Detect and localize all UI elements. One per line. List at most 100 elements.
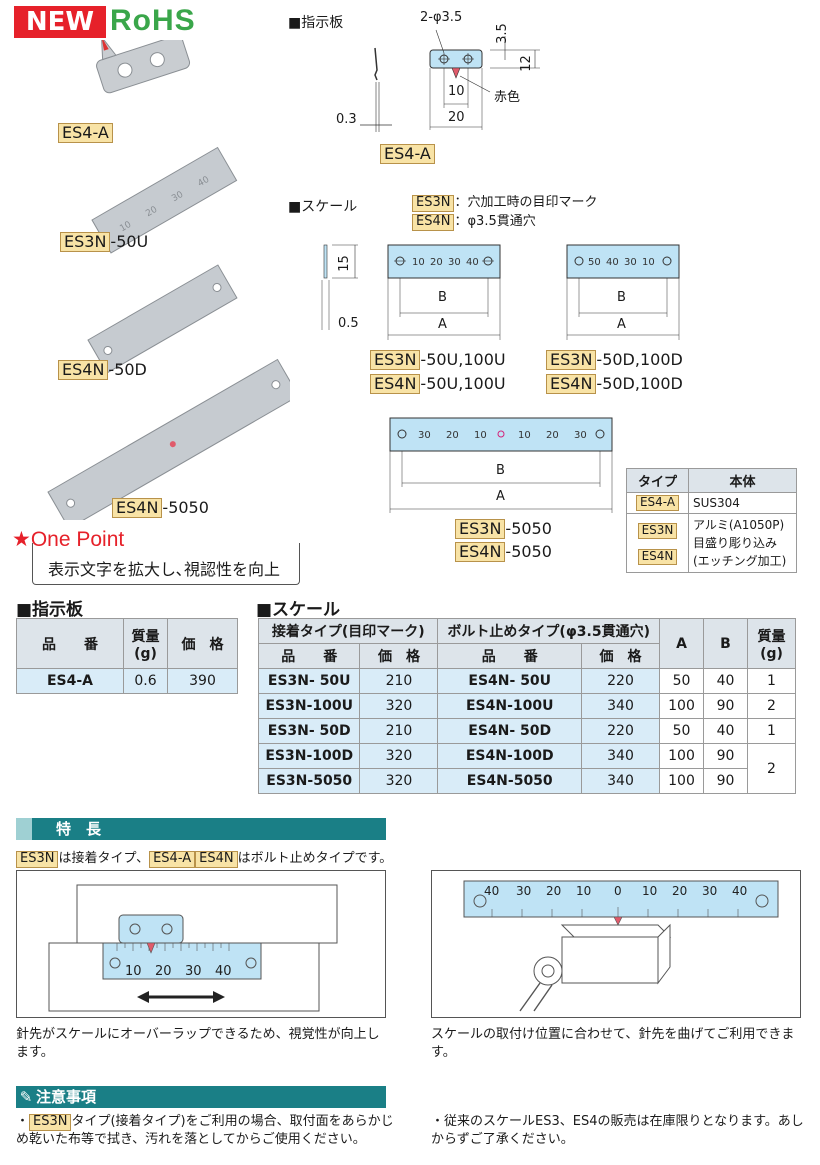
label-es4a: ES4-A [58,123,113,144]
dim-hole: 2-φ3.5 [420,10,463,25]
svg-text:40: 40 [215,964,232,979]
row2-type: ES3N ES4N [626,512,689,573]
indicator-part-label: ES4-A [380,144,435,165]
dim-0-3: 0.3 [336,112,357,127]
row2-body: アルミ(A1050P) 目盛り彫り込み (エッチング加工) [688,512,797,573]
star-icon: ★ [12,528,31,551]
svg-text:30: 30 [448,257,461,268]
dim-12: 12 [518,55,534,72]
svg-text:30: 30 [574,430,587,441]
label-d-es3n: ES3N-50D,100D [546,350,683,371]
label-es4n-50d: ES4N-50D [58,360,147,381]
cell-mass: 0.6 [123,668,168,694]
group-adhesive: 接着タイプ(目印マーク) [257,618,439,644]
col-price: 価 格 [167,618,238,669]
legend-es4n: ES4N：φ3.5貫通穴 [412,210,536,231]
col-body: 本体 [688,468,797,493]
legend-es3n: ES3N：穴加工時の目印マーク [412,191,597,212]
group-bolt: ボルト止めタイプ(φ3.5貫通穴) [437,618,660,644]
col-part1: 品 番 [257,643,361,669]
svg-text:20: 20 [546,430,559,441]
svg-text:40: 40 [484,884,499,898]
indicator-table-title: ■指示板 [16,600,84,620]
col-price2: 価 格 [581,643,660,669]
scale-drawings: 10 20 30 40 50 40 30 10 30 20 10 10 20 30 [321,244,680,513]
svg-text:30: 30 [418,430,431,441]
svg-text:20: 20 [546,884,561,898]
d-label-b: B [617,290,626,305]
svg-text:40: 40 [466,257,479,268]
svg-text:40: 40 [732,884,747,898]
caution-right: ・従来のスケールES3、ES4の販売は在庫限りとなります。あしからずご了承くださ… [431,1114,804,1147]
indicator-table: 品 番 質量(g) 価 格 ES4-A 0.6 390 [16,618,238,694]
c-label-b: B [496,463,505,478]
dim-10: 10 [448,84,465,99]
one-point-box [32,543,300,585]
label-c-es4n: ES4N-5050 [455,542,552,563]
pencil-icon: ✎ [19,1088,33,1106]
rohs-logo: RoHS [110,4,196,37]
svg-text:10: 10 [412,257,425,268]
col-part: 品 番 [16,618,124,669]
cell-price: 390 [167,668,238,694]
svg-text:50: 50 [588,257,601,268]
svg-text:30: 30 [516,884,531,898]
cell-part: ES4-A [16,668,124,694]
label-es4n-5050: ES4N-5050 [112,498,209,519]
scale-table-title: ■スケール [256,600,341,620]
label-c-es3n: ES3N-5050 [455,519,552,540]
c-label-a: A [496,489,505,504]
label-u-es4n: ES4N-50U,100U [370,374,506,395]
red-color-label: 赤色 [494,90,521,105]
svg-text:10: 10 [518,430,531,441]
u-label-b: B [438,290,447,305]
es4a-photo [96,40,191,94]
one-point-title: ★One Point [12,528,125,551]
scale-table: 接着タイプ(目印マーク) ボルト止めタイプ(φ3.5貫通穴) A B 質量(g)… [257,618,796,794]
scale-u-drawing: 10 20 30 40 [387,244,501,340]
row1-type: ES4-A [626,492,689,514]
col-mass: 質量(g) [747,618,796,669]
col-price1: 価 格 [359,643,439,669]
d-label-a: A [617,317,626,332]
svg-text:30: 30 [702,884,717,898]
caption-right: スケールの取付け位置に合わせて、針先を曲げてご利用できます。 [431,1027,795,1060]
indicator-drawing [360,29,540,132]
svg-text:10: 10 [642,257,655,268]
svg-text:40: 40 [606,257,619,268]
col-a: A [659,618,704,669]
label-u-es3n: ES3N-50U,100U [370,350,506,371]
svg-text:10: 10 [642,884,657,898]
dim-20: 20 [448,110,465,125]
col-part2: 品 番 [437,643,582,669]
new-badge: NEW [14,6,106,38]
svg-text:20: 20 [430,257,443,268]
svg-text:30: 30 [185,964,202,979]
col-mass: 質量(g) [123,618,168,669]
es4n-5050-photo [47,358,290,520]
es4n-50d-photo [87,264,238,374]
one-point-text: 表示文字を拡大し､視認性を向上 [48,560,281,579]
u-label-a: A [438,317,447,332]
dim-0-5: 0.5 [338,316,359,331]
material-table: タイプ 本体 ES4-A SUS304 ES3N ES4N アルミ(A1050P… [626,468,797,573]
svg-text:10: 10 [474,430,487,441]
svg-text:0: 0 [614,884,622,898]
row1-body: SUS304 [688,492,797,514]
indicator-section-title: ■指示板 [288,15,344,31]
svg-text:20: 20 [672,884,687,898]
svg-text:10: 10 [125,964,142,979]
dim-15: 15 [336,255,352,272]
